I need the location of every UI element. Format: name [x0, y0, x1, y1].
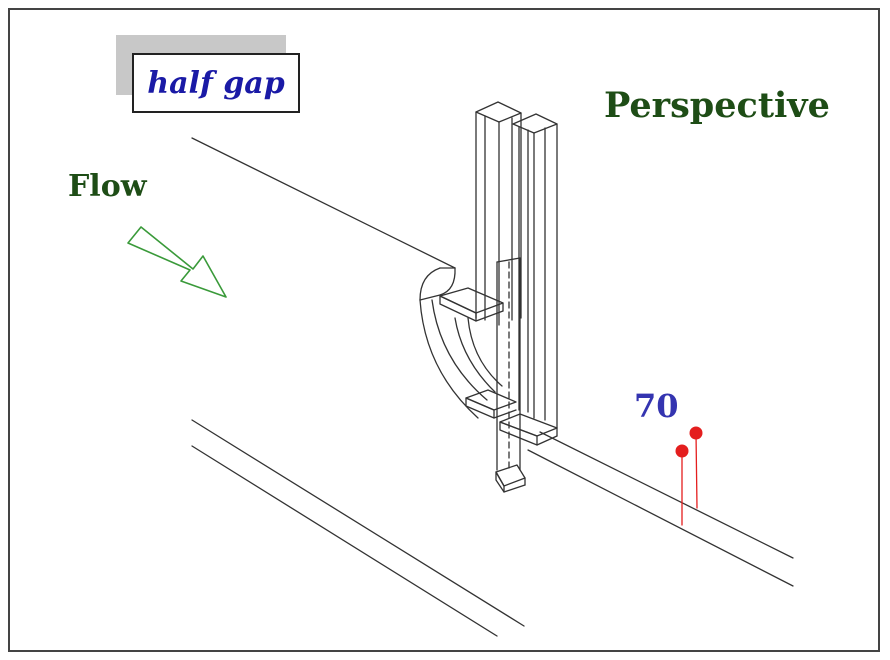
tall-pillar-back — [499, 113, 558, 446]
flow-label: Flow — [68, 169, 147, 204]
flow-arrow-icon — [127, 226, 227, 298]
probe-label: 70 — [634, 387, 679, 425]
curved-deflector — [419, 267, 517, 419]
bottom-rails — [191, 419, 525, 637]
floor-rails — [527, 431, 794, 587]
probe-point-upper — [689, 426, 703, 440]
half-gap-label-box: half gap — [132, 53, 300, 113]
view-title: Perspective — [604, 85, 830, 126]
thin-rod — [495, 257, 526, 493]
upper-wall-edge — [191, 137, 456, 296]
probe-markers — [675, 426, 703, 526]
probe-point-lower — [675, 444, 689, 458]
diagram-frame — [8, 8, 880, 652]
half-gap-label: half gap — [147, 65, 285, 101]
tall-pillar-front — [475, 101, 522, 326]
